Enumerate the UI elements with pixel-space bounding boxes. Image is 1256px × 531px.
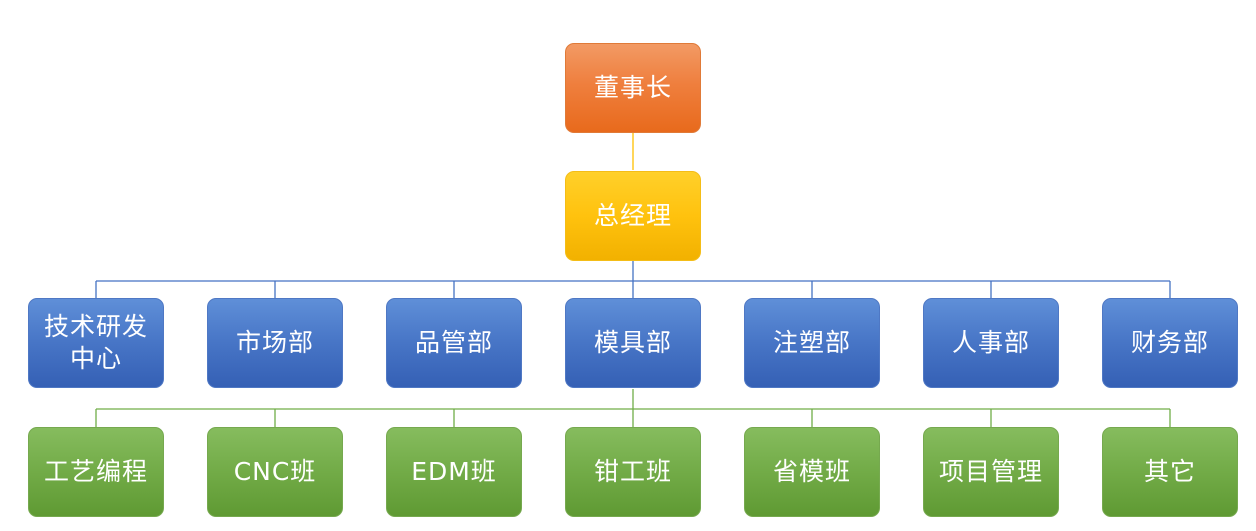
department-label: 注塑部 [772,328,851,357]
team-box-project-management: 项目管理 [923,427,1059,517]
team-label: 省模班 [772,457,851,486]
general-manager-box: 总经理 [565,171,701,261]
department-label: 财务部 [1130,328,1209,357]
department-box-mold: 模具部 [565,298,701,388]
team-box-edm: EDM班 [386,427,522,517]
department-label: 品管部 [414,328,493,357]
team-box-polishing: 省模班 [744,427,880,517]
team-label: 项目管理 [938,457,1043,486]
department-label: 人事部 [951,328,1030,357]
department-box-marketing: 市场部 [207,298,343,388]
department-label: 模具部 [593,328,672,357]
department-label: 技术研发中心 [43,312,148,373]
team-label: 工艺编程 [43,457,148,486]
general-manager-label: 总经理 [593,201,672,230]
department-box-hr: 人事部 [923,298,1059,388]
team-box-process-programming: 工艺编程 [28,427,164,517]
team-box-other: 其它 [1102,427,1238,517]
department-box-injection: 注塑部 [744,298,880,388]
team-label: CNC班 [233,457,317,486]
department-box-quality: 品管部 [386,298,522,388]
department-box-finance: 财务部 [1102,298,1238,388]
team-label: 钳工班 [593,457,672,486]
team-label: EDM班 [411,457,497,486]
chairman-box: 董事长 [565,43,701,133]
team-box-cnc: CNC班 [207,427,343,517]
team-box-fitter: 钳工班 [565,427,701,517]
department-box-tech-rd: 技术研发中心 [28,298,164,388]
team-label: 其它 [1143,457,1196,486]
department-label: 市场部 [235,328,314,357]
chairman-label: 董事长 [593,73,672,102]
